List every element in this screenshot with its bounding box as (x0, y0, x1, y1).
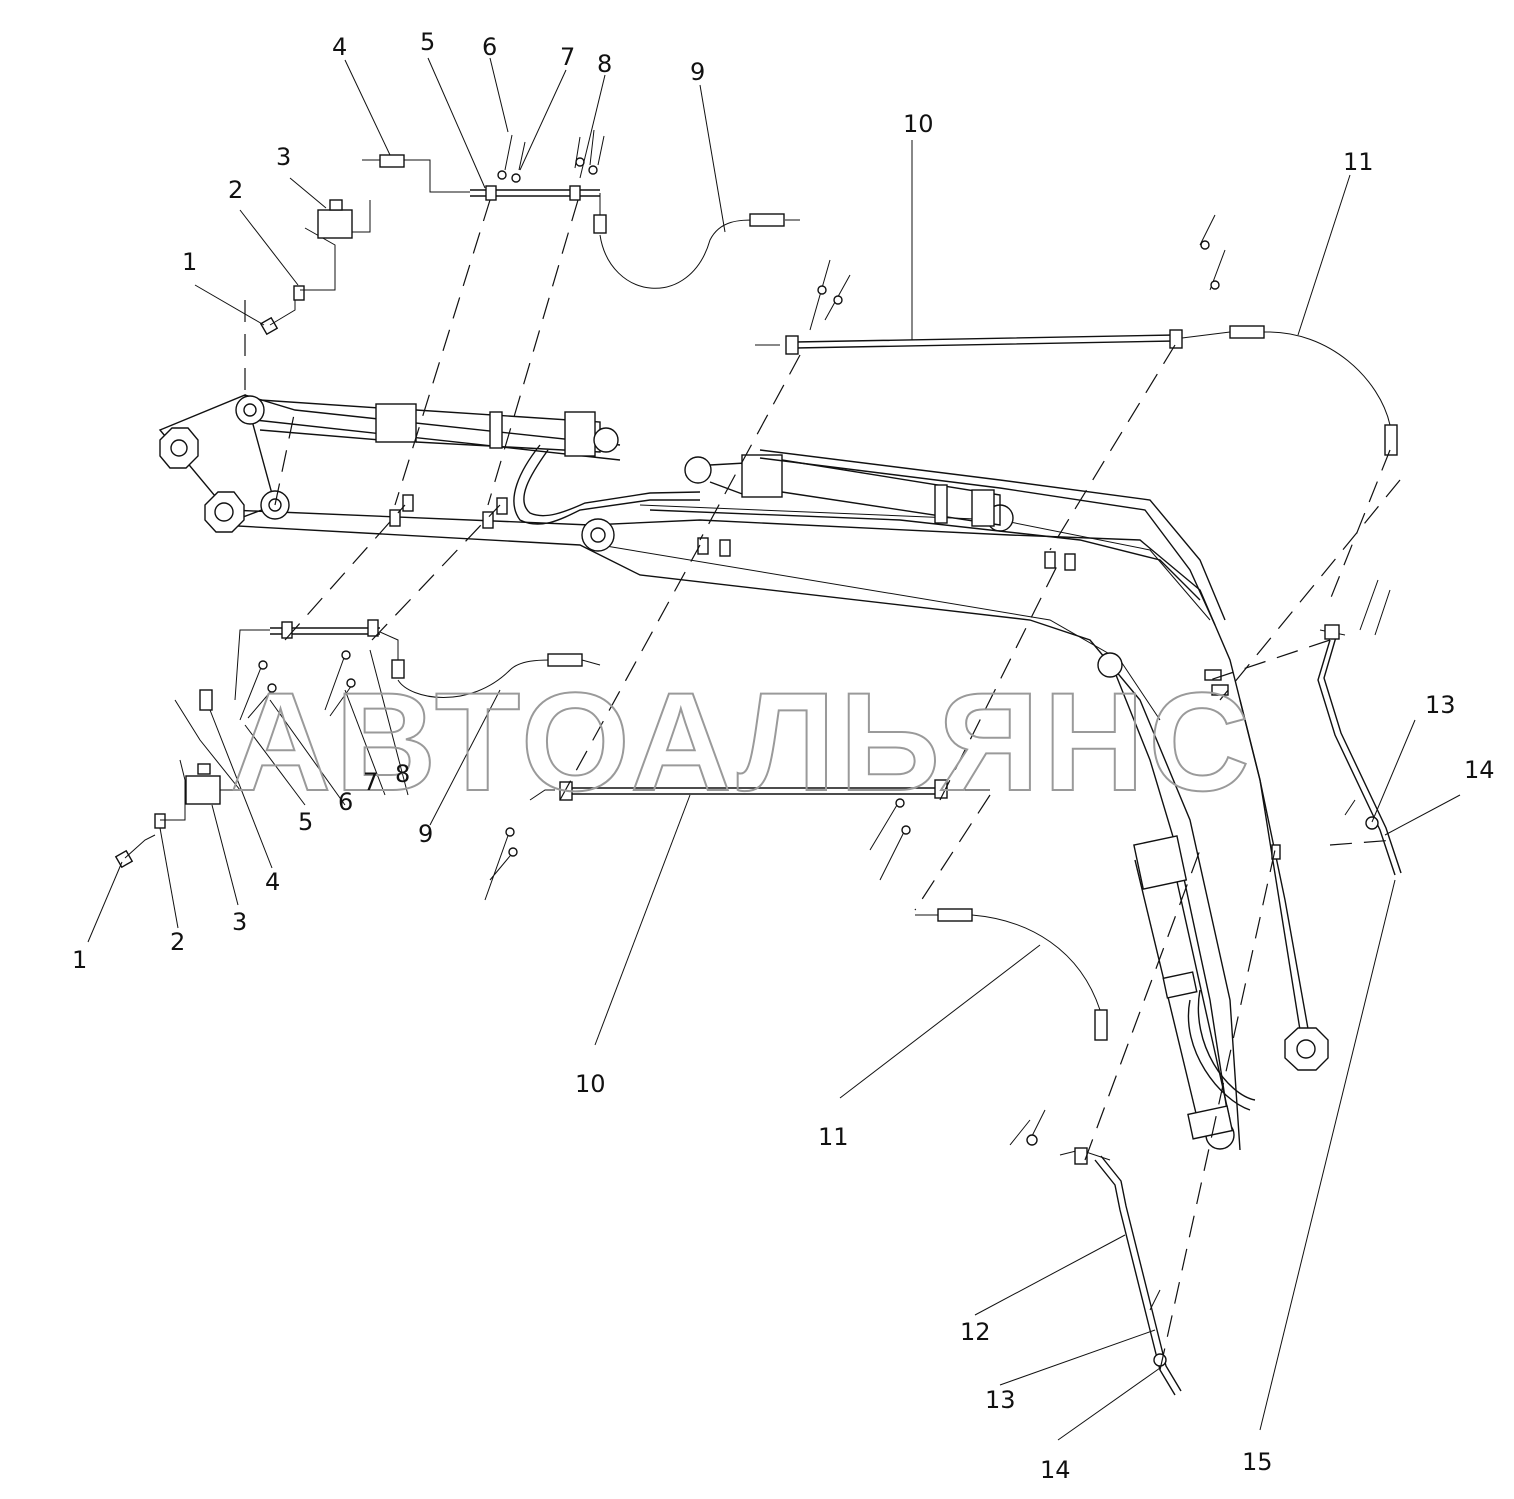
pipe-10-upper (755, 214, 1398, 456)
valve-block-3 (317, 209, 353, 239)
bolts-6 (504, 129, 605, 171)
callout-13-lower: 13 (985, 1386, 1016, 1414)
callout-7-lower: 7 (363, 768, 378, 796)
callout-11-lower: 11 (818, 1123, 849, 1151)
arm-cylinder-gland (741, 454, 783, 498)
bucket-cylinder-gland (375, 403, 417, 443)
callout-5-upper: 5 (420, 28, 435, 56)
callout-10-upper: 10 (903, 110, 934, 138)
bucket-pivot-pin (214, 502, 234, 522)
valve-block-3b (185, 775, 221, 805)
callout-labels: 1 2 3 4 5 6 7 8 9 10 11 1 2 3 4 5 6 7 8 … (72, 28, 1495, 1484)
pipe-10-lower (484, 779, 990, 901)
callout-6-upper: 6 (482, 33, 497, 61)
assembly-projection-lines (244, 199, 1401, 1371)
pipe-12-upper-right (1317, 579, 1402, 876)
callout-7-upper: 7 (560, 43, 575, 71)
fitting-2b (154, 813, 166, 829)
arm-cylinder-band (934, 484, 948, 524)
hose-11-lower (915, 908, 1108, 1041)
callout-1-lower: 1 (72, 946, 87, 974)
callout-14-lower: 14 (1040, 1456, 1071, 1484)
callout-5-lower: 5 (298, 808, 313, 836)
callout-4-lower: 4 (265, 868, 280, 896)
callout-1-upper: 1 (182, 248, 197, 276)
boom-base-pivot-pin (1296, 1039, 1316, 1059)
boom-foot-pivot (1097, 652, 1123, 678)
callout-2-lower: 2 (170, 928, 185, 956)
boom-cylinder-head (1187, 1105, 1234, 1140)
callout-8-upper: 8 (597, 50, 612, 78)
hose-9b (397, 659, 551, 698)
callout-14-upper: 14 (1464, 756, 1495, 784)
boom-cylinder-gland (1133, 835, 1188, 890)
hose-11-upper (1263, 331, 1391, 426)
bucket-cylinder-eye (593, 427, 619, 453)
callout-10-lower: 10 (575, 1070, 606, 1098)
detail-lower-left (114, 619, 601, 869)
callout-3-lower: 3 (232, 908, 247, 936)
callout-12: 12 (960, 1318, 991, 1346)
fitting-1 (259, 316, 279, 336)
boom-brackets (389, 494, 1281, 860)
callout-2-upper: 2 (228, 176, 243, 204)
callout-13-upper: 13 (1425, 691, 1456, 719)
hose-9 (599, 219, 756, 289)
bucket-cylinder-head (564, 411, 596, 457)
callout-4-upper: 4 (332, 33, 347, 61)
bolts-6b (239, 654, 353, 721)
arm-cylinder-rod-eye (684, 456, 712, 484)
pipe-12-lower (1009, 1109, 1182, 1396)
arm-boom-pivot-pin (590, 527, 606, 543)
callout-9-lower: 9 (418, 820, 433, 848)
coupler-4 (379, 154, 405, 168)
hydraulic-cylinders (259, 399, 1234, 1140)
watermark: АВТОАЛЬЯНС (230, 663, 1254, 820)
hose-end-9b (391, 659, 405, 679)
callout-3-upper: 3 (276, 143, 291, 171)
hose-end-9-left (593, 214, 607, 234)
callout-15: 15 (1242, 1448, 1273, 1476)
bucket-cylinder-band (489, 411, 503, 449)
callout-11-upper: 11 (1343, 148, 1374, 176)
coupler-4b (199, 689, 213, 711)
leader-lines (87, 57, 1461, 1441)
arm-cylinder-head (971, 489, 995, 527)
upper-pivot-pin (243, 403, 257, 417)
detail-upper-left (259, 129, 800, 336)
boom-hydraulic-lines (513, 444, 1256, 1111)
callout-9-upper: 9 (690, 58, 705, 86)
hose-end-9-right (749, 213, 785, 227)
callout-8-lower: 8 (395, 760, 410, 788)
callout-6-lower: 6 (338, 788, 353, 816)
fitting-2 (293, 285, 305, 301)
boom-cylinder-band (1162, 971, 1198, 999)
link-pivot-hole (170, 439, 188, 457)
